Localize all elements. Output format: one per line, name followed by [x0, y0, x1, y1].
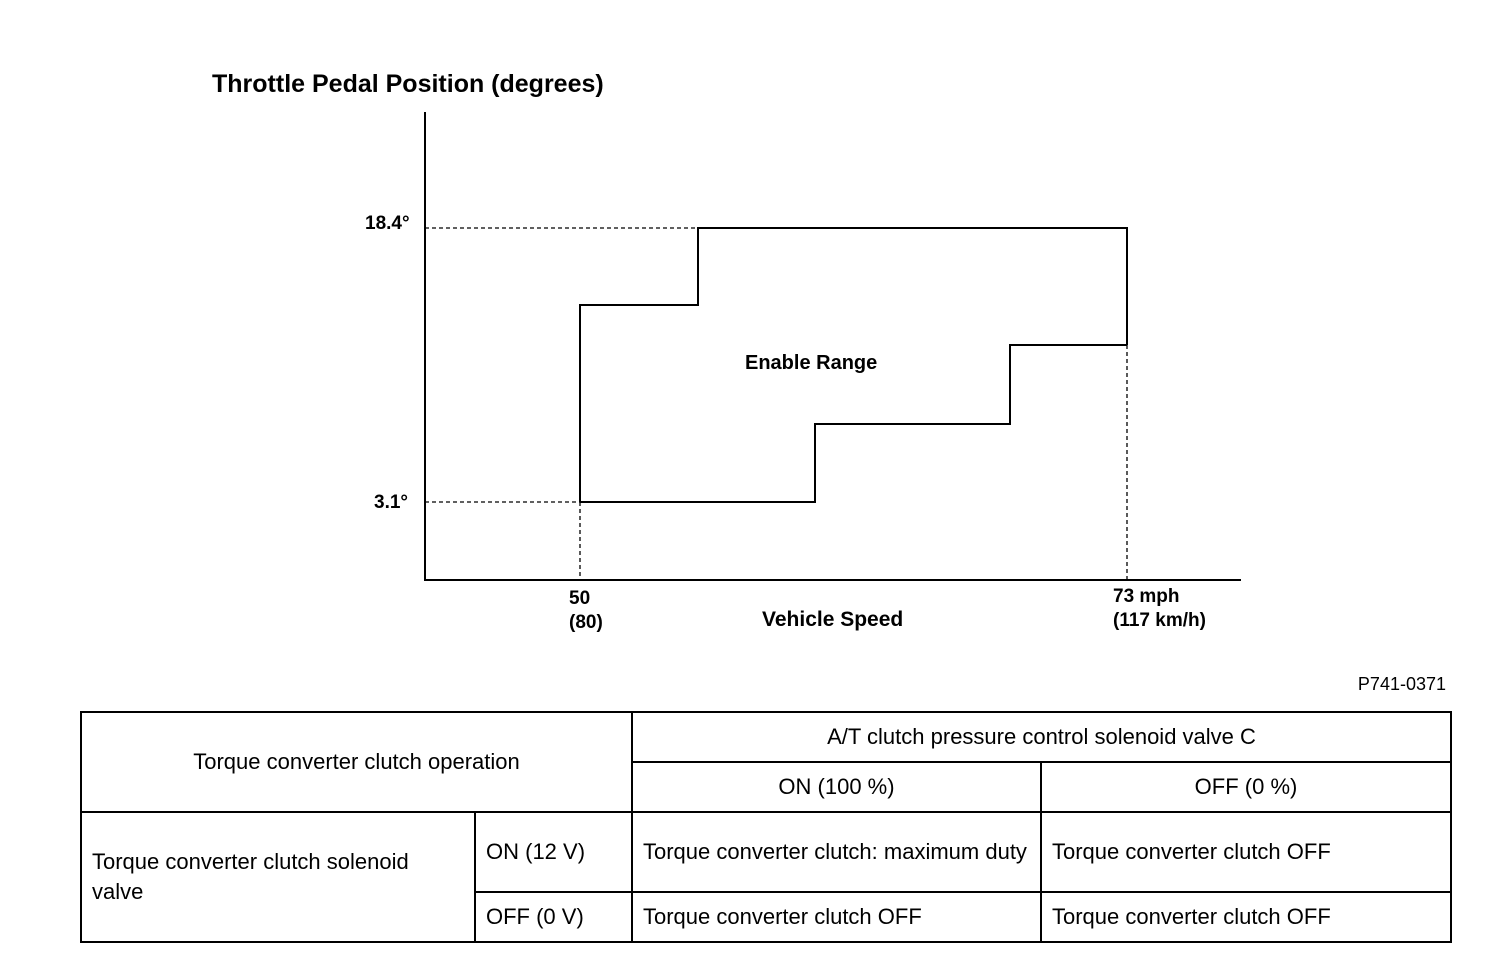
figure-code: P741-0371	[1357, 674, 1446, 694]
y-axis-title: Throttle Pedal Position (degrees)	[212, 70, 604, 98]
operation-table: Torque converter clutch operation A/T cl…	[80, 711, 1453, 943]
enable-range-diagram	[424, 112, 1241, 581]
header-off: OFF (0 %)	[1039, 761, 1453, 813]
state-off: OFF (0 V)	[474, 891, 633, 943]
enable-range-label: Enable Range	[745, 352, 878, 374]
x-tick-73-kmh: (117 km/h)	[1113, 610, 1206, 631]
upper-boundary	[579, 227, 1128, 502]
state-on: ON (12 V)	[474, 811, 633, 893]
table-subheader-row: ON (100 %) OFF (0 %)	[81, 761, 1453, 813]
x-axis-title: Vehicle Speed	[762, 608, 904, 631]
cell-on-off: Torque converter clutch OFF	[1039, 811, 1453, 893]
cell-off-off: Torque converter clutch OFF	[1039, 891, 1453, 943]
table-row: Torque converter clutch solenoid valve O…	[80, 811, 1453, 943]
x-tick-50: 50 (80)	[569, 587, 603, 635]
header-tcc-operation: Torque converter clutch operation	[80, 711, 633, 813]
x-tick-73-mph: 73 mph	[1113, 586, 1180, 607]
y-tick-lower: 3.1°	[374, 492, 409, 513]
header-on: ON (100 %)	[631, 761, 1042, 813]
row-label-tcc-solenoid: Torque converter clutch solenoid valve	[80, 811, 476, 943]
table-header-row: Torque converter clutch operation A/T cl…	[80, 711, 1453, 813]
y-tick-upper: 18.4°	[365, 213, 410, 234]
x-tick-50-mph: 50	[569, 588, 591, 609]
header-solenoid-c: A/T clutch pressure control solenoid val…	[630, 711, 1453, 763]
x-tick-73: 73 mph (117 km/h)	[1113, 585, 1206, 633]
cell-off-on: Torque converter clutch OFF	[631, 891, 1042, 943]
cell-on-on: Torque converter clutch: maximum duty	[631, 811, 1042, 893]
x-tick-50-kmh: (80)	[569, 612, 603, 633]
table-row: OFF (0 V) Torque converter clutch OFF To…	[81, 891, 1453, 943]
lower-boundary	[580, 344, 1127, 503]
